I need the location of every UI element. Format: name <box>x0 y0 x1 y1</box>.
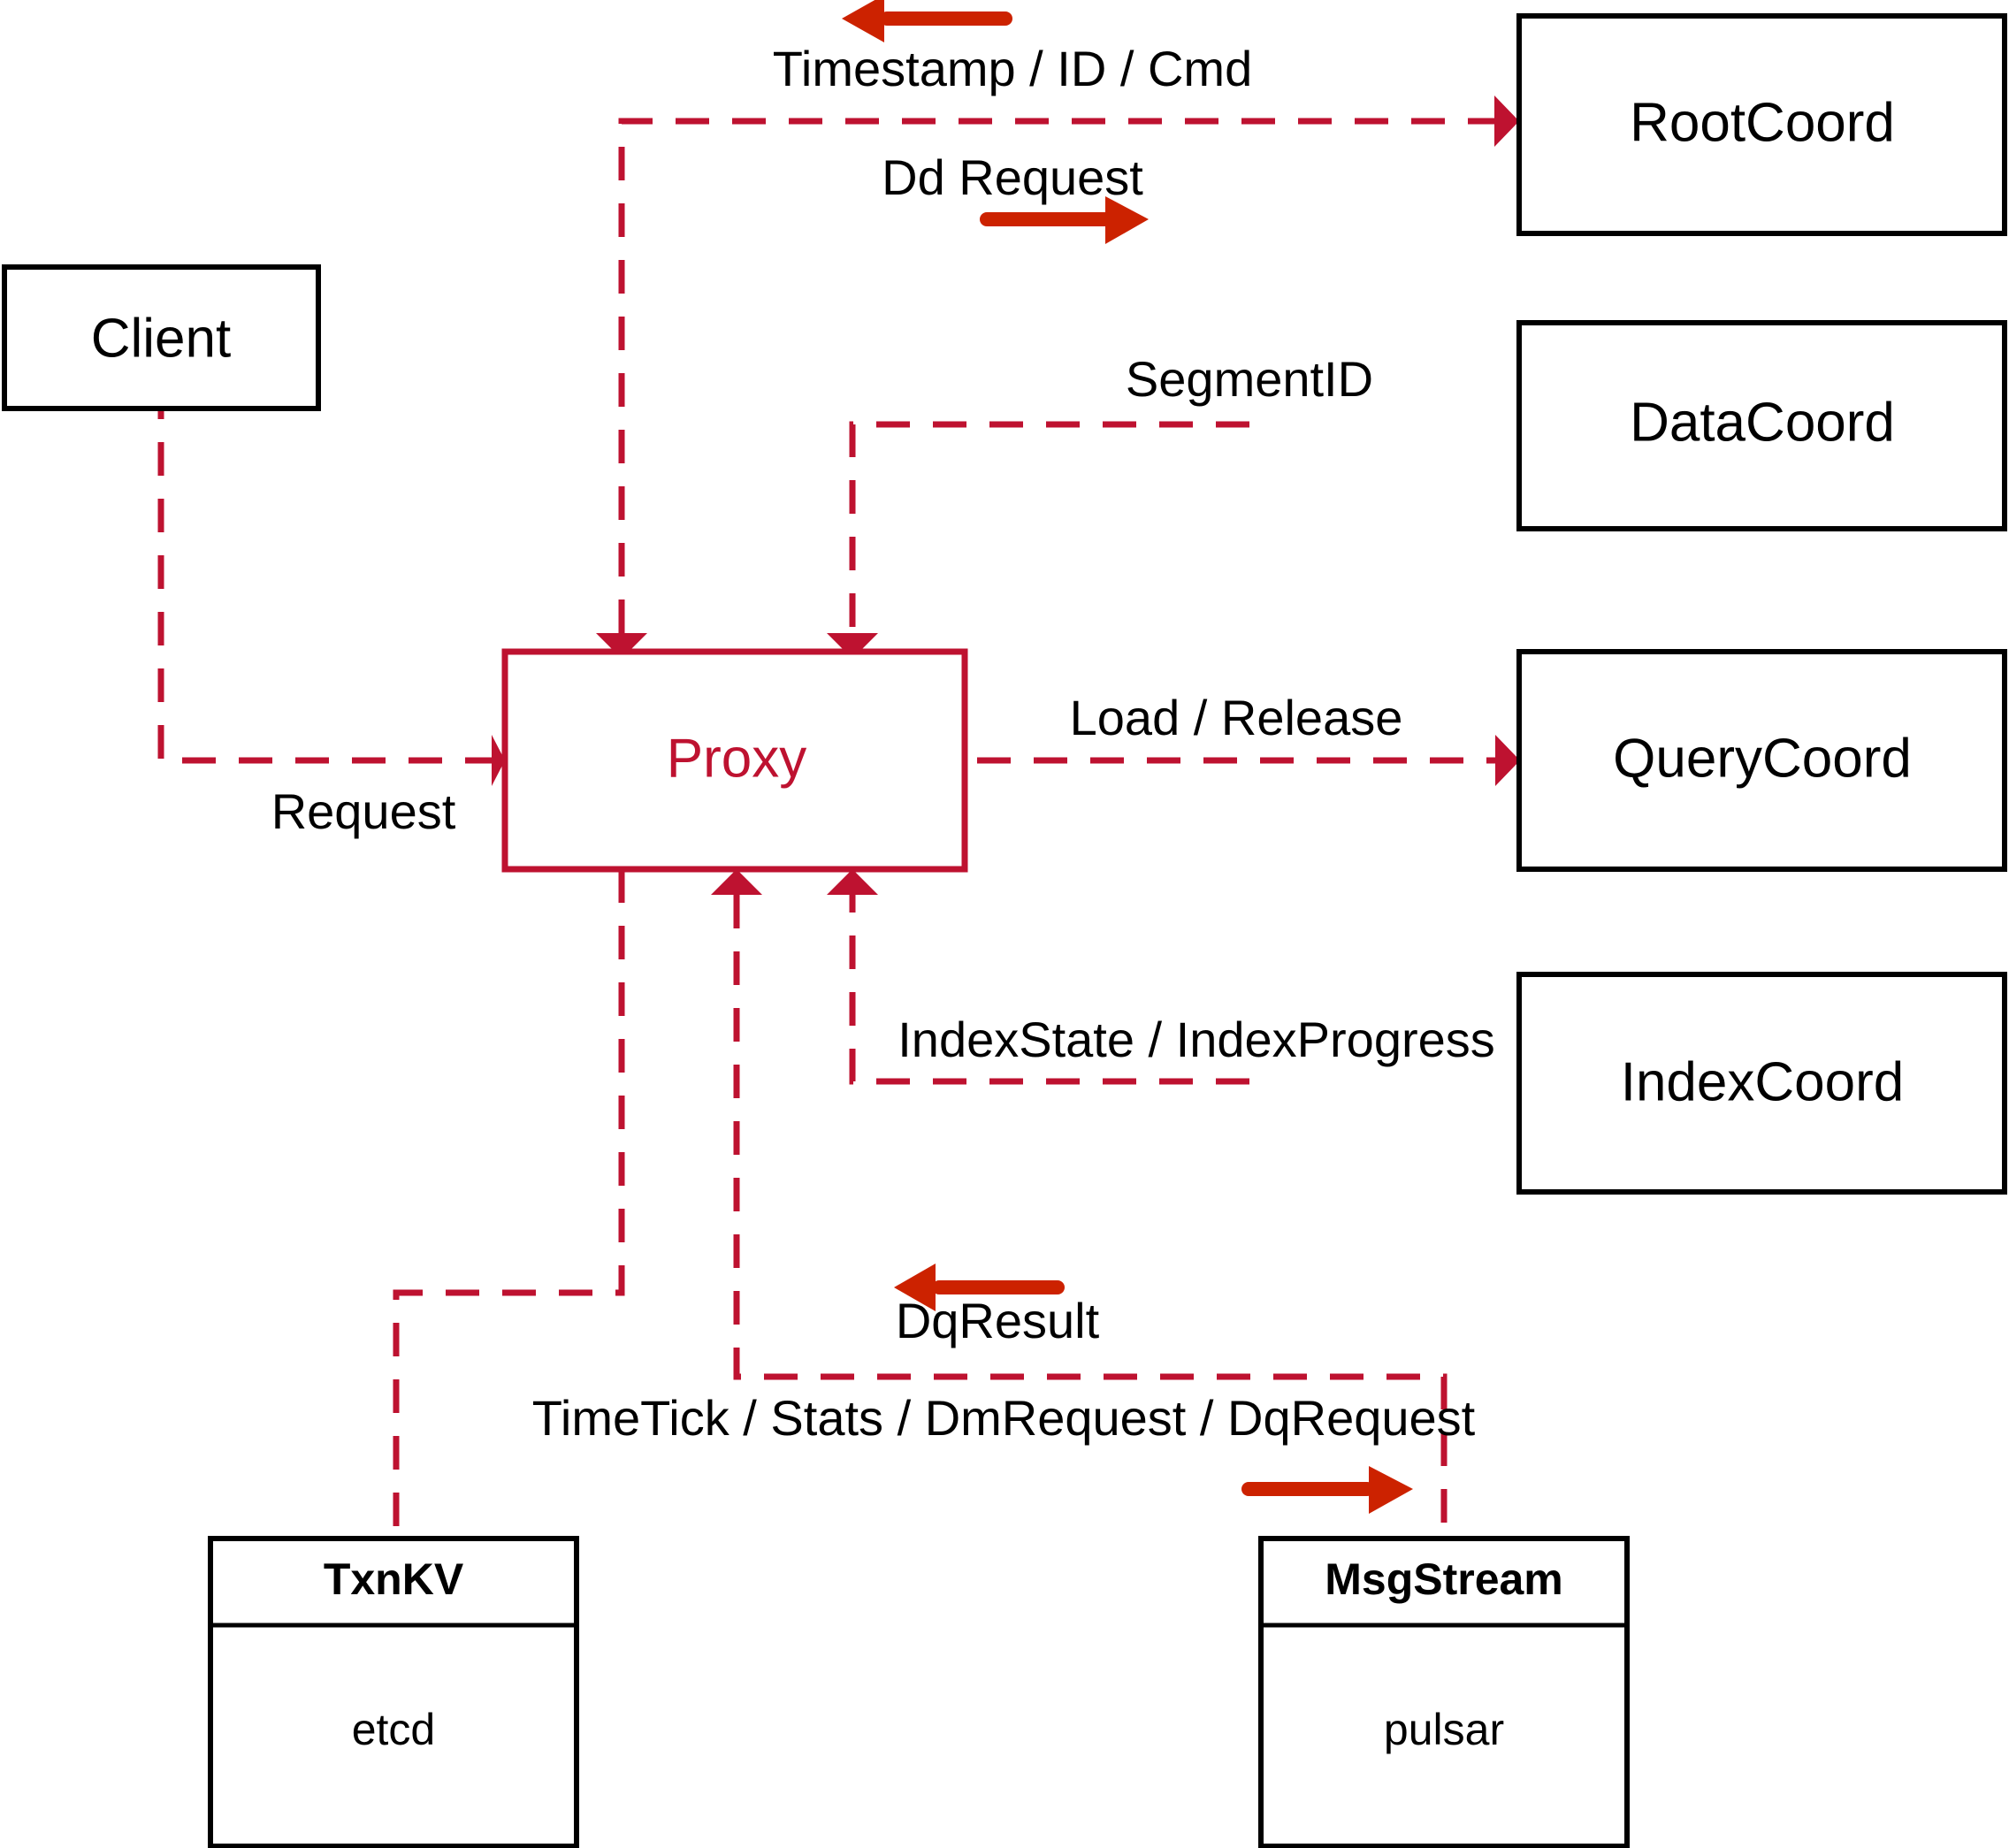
node-datacoord[interactable] <box>1516 320 2007 531</box>
edge-proxy-to-txnkv <box>393 869 625 1539</box>
edge-label-timestamp-id-cmd: Timestamp / ID / Cmd <box>773 41 1252 96</box>
node-txnkv-impl-label: etcd <box>352 1705 436 1754</box>
edge-client-to-proxy <box>157 386 492 764</box>
edge-indexcoord-to-proxy <box>849 895 1249 1085</box>
edge-datacoord-to-proxy <box>849 421 1249 633</box>
node-txnkv[interactable] <box>208 1536 579 1848</box>
edge-proxy-to-rootcoord-arrowhead <box>1494 95 1519 147</box>
node-txnkv-label: TxnKV <box>324 1554 464 1604</box>
edge-label-request: Request <box>271 783 456 839</box>
node-client[interactable] <box>2 264 321 411</box>
edge-label-segmentid: SegmentID <box>1126 351 1373 407</box>
node-msgstream-impl-label: pulsar <box>1384 1705 1504 1754</box>
edge-proxy-to-msgstream <box>733 895 1448 1638</box>
node-msgstream-label: MsgStream <box>1325 1554 1563 1604</box>
node-querycoord-label: QueryCoord <box>1613 728 1912 789</box>
direction-arrow-right-icon-timetick <box>1241 1466 1413 1514</box>
node-msgstream[interactable] <box>1258 1536 1630 1848</box>
edge-datacoord-to-proxy-arrowhead <box>827 633 878 659</box>
node-indexcoord-label: IndexCoord <box>1621 1051 1905 1112</box>
node-datacoord-label: DataCoord <box>1630 392 1895 453</box>
node-indexcoord[interactable] <box>1516 972 2007 1195</box>
direction-arrow-left-icon-timestamp <box>842 0 1012 42</box>
edge-msgstream-to-proxy-arrowhead <box>711 869 762 895</box>
edge-proxy-to-rootcoord <box>618 118 1494 633</box>
direction-arrow-right-icon-ddrequest <box>980 196 1149 244</box>
node-proxy-label: Proxy <box>667 728 806 789</box>
node-rootcoord-label: RootCoord <box>1630 92 1895 153</box>
edge-label-timetick-stats-dmrequest-dqrequest: TimeTick / Stats / DmRequest / DqRequest <box>532 1390 1476 1446</box>
edge-indexcoord-to-proxy-arrowhead <box>827 869 878 895</box>
node-client-label: Client <box>91 308 232 369</box>
node-rootcoord[interactable] <box>1516 13 2007 236</box>
direction-arrow-left-icon-dqresult <box>894 1264 1065 1311</box>
edge-rootcoord-to-proxy-arrowhead <box>596 633 647 659</box>
edge-proxy-to-querycoord-arrowhead <box>1495 735 1520 786</box>
edge-label-dd-request: Dd Request <box>882 149 1143 205</box>
edge-label-indexstate-indexprogress: IndexState / IndexProgress <box>898 1012 1495 1067</box>
edge-client-to-proxy-arrowhead <box>492 735 505 786</box>
node-querycoord[interactable] <box>1516 649 2007 872</box>
edge-label-load-release: Load / Release <box>1070 690 1403 745</box>
node-proxy[interactable] <box>501 648 968 873</box>
